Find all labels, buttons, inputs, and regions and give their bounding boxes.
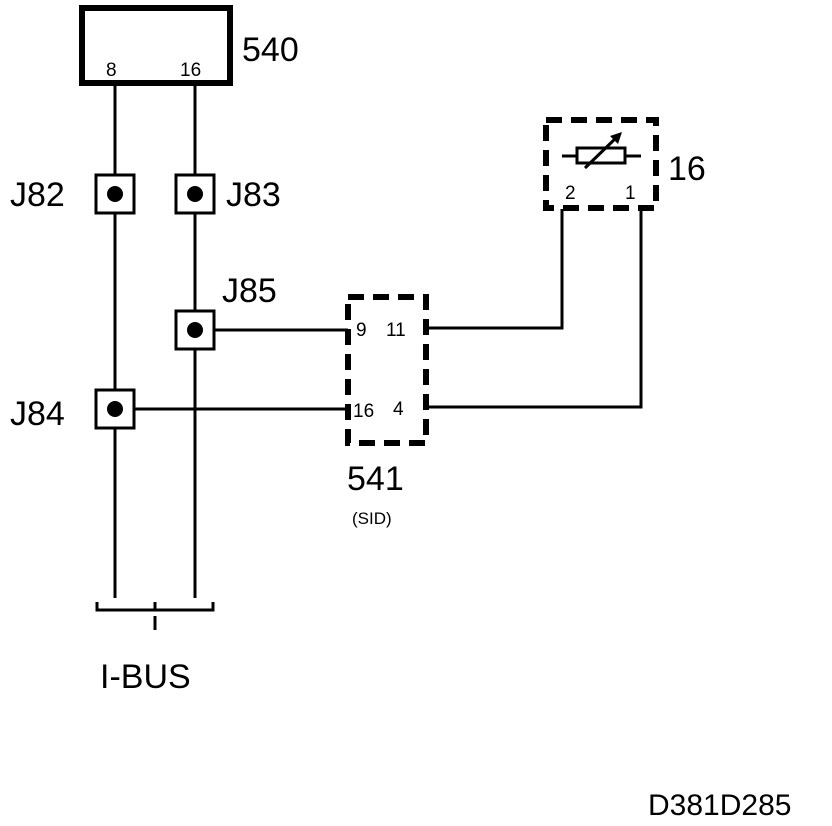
junction-j83-dot — [187, 186, 203, 202]
component-541-pin-9: 9 — [356, 320, 367, 341]
variable-arrow-icon — [583, 134, 620, 170]
junction-j84-dot — [107, 401, 123, 417]
component-16-box — [543, 117, 659, 211]
component-541-pin-16: 16 — [353, 401, 374, 422]
junction-j84-label: J84 — [10, 395, 65, 433]
junction-j85: J85 — [174, 272, 277, 351]
component-540-pin-16: 16 — [180, 60, 201, 81]
junction-j85-label: J85 — [222, 272, 277, 310]
component-16: 2 1 16 — [543, 117, 706, 211]
drawing-id: D381D285 — [648, 789, 791, 822]
junction-j82: J82 — [10, 173, 136, 215]
wires — [113, 82, 643, 598]
brace-icon — [95, 602, 215, 630]
junction-j85-dot — [187, 322, 203, 338]
junction-j82-dot — [107, 186, 123, 202]
component-540-box — [79, 5, 233, 86]
junction-j84: J84 — [10, 388, 136, 433]
junction-j82-box — [94, 173, 136, 215]
junction-j83: J83 — [174, 173, 281, 215]
component-540: 8 16 540 — [79, 5, 299, 86]
wire-541-pin4-to-16-pin1 — [426, 209, 643, 409]
bus-brace: I-BUS — [95, 602, 215, 696]
component-540-pin-8: 8 — [106, 60, 117, 81]
component-541: 9 11 16 4 541 (SID) — [345, 294, 429, 528]
component-541-box — [345, 294, 429, 446]
component-16-pin-2: 2 — [565, 183, 576, 204]
component-541-label: 541 — [347, 460, 404, 498]
wire-541-pin11-to-16-pin2 — [426, 209, 564, 330]
bus-label: I-BUS — [100, 658, 191, 696]
component-541-pin-11: 11 — [386, 320, 406, 341]
junction-j82-label: J82 — [10, 176, 65, 214]
resistor-icon — [575, 146, 627, 165]
component-541-pin-4: 4 — [393, 399, 404, 420]
component-16-pin-1: 1 — [625, 183, 636, 204]
arrow-head-icon — [610, 132, 622, 144]
component-16-label: 16 — [668, 150, 706, 188]
component-540-label: 540 — [242, 31, 299, 69]
component-541-sublabel: (SID) — [352, 509, 392, 528]
junction-j83-label: J83 — [226, 176, 281, 214]
